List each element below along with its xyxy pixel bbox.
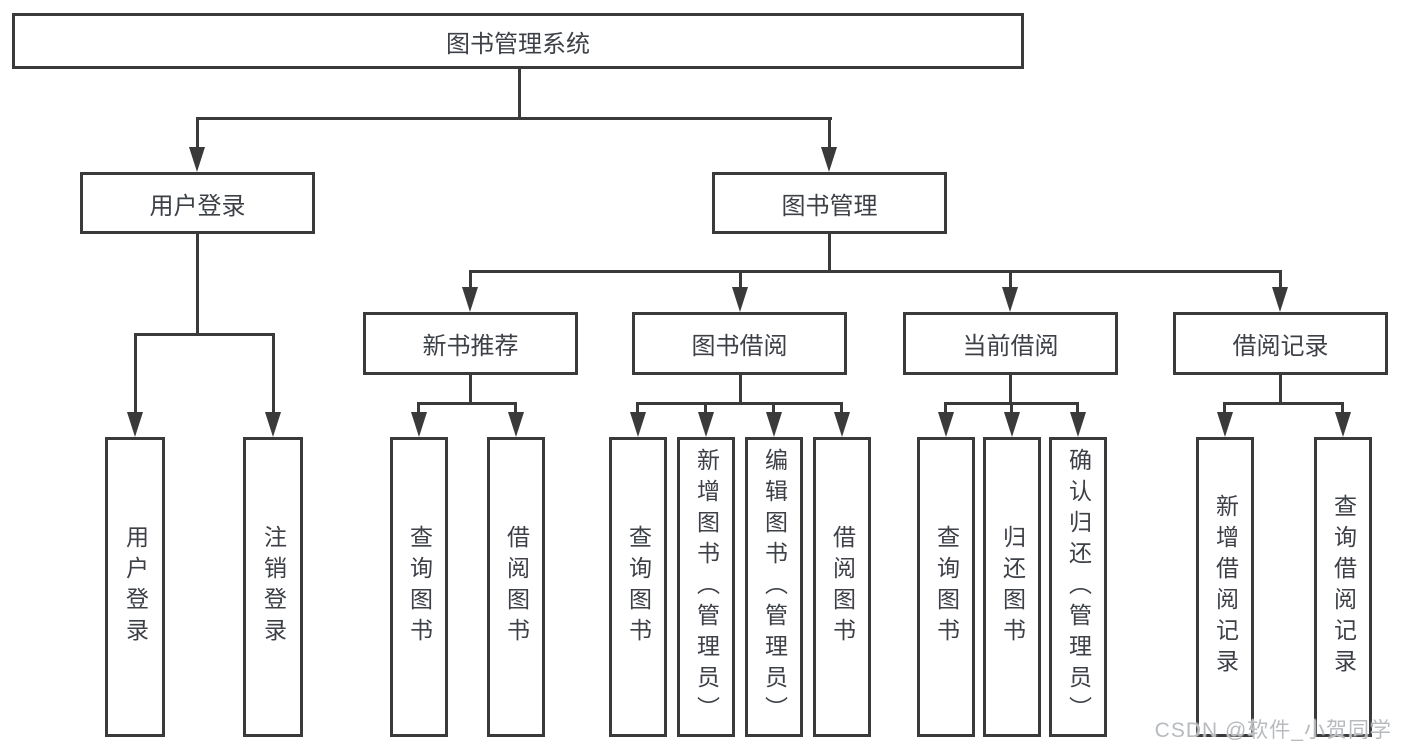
connector-line	[469, 375, 472, 405]
node-current-borrow-label: 当前借阅	[962, 333, 1059, 360]
leaf-user-logout: 注销登录	[243, 437, 303, 737]
arrowhead-down-icon	[1070, 412, 1086, 437]
connector-line	[1223, 402, 1344, 405]
connector-line	[704, 402, 707, 414]
connector-line	[272, 333, 275, 413]
arrowhead-down-icon	[411, 412, 427, 437]
node-book-borrow: 图书借阅	[632, 312, 847, 375]
connector-line	[772, 402, 775, 414]
node-book-management: 图书管理	[712, 172, 947, 234]
connector-line	[828, 234, 831, 272]
leaf-recommend-borrow-book-label: 借阅图书	[503, 525, 530, 649]
arrowhead-down-icon	[766, 412, 782, 437]
connector-line	[196, 117, 199, 149]
leaf-current-query-book: 查询图书	[917, 437, 975, 737]
node-user-login-label: 用户登录	[149, 192, 246, 220]
connector-line	[518, 69, 521, 119]
leaf-record-add-borrow-record-label: 新增借阅记录	[1212, 494, 1239, 680]
arrowhead-down-icon	[1002, 287, 1018, 312]
arrowhead-down-icon	[265, 412, 281, 437]
leaf-record-query-borrow-record-label: 查询借阅记录	[1330, 494, 1357, 680]
leaf-recommend-borrow-book: 借阅图书	[487, 437, 545, 737]
connector-line	[417, 402, 517, 405]
leaf-recommend-query-book-label: 查询图书	[406, 525, 433, 649]
arrowhead-down-icon	[1217, 412, 1233, 437]
leaf-borrow-add-book-admin-label: 新增图书（管理员）	[693, 447, 720, 727]
leaf-current-return-book-label: 归还图书	[999, 525, 1026, 649]
connector-line	[1341, 402, 1344, 414]
leaf-current-return-book: 归还图书	[983, 437, 1041, 737]
arrowhead-down-icon	[1272, 287, 1288, 312]
connector-line	[514, 402, 517, 414]
connector-line	[196, 117, 832, 120]
arrowhead-down-icon	[462, 287, 478, 312]
arrowhead-down-icon	[1004, 412, 1020, 437]
node-current-borrow: 当前借阅	[903, 312, 1118, 375]
arrowhead-down-icon	[127, 412, 143, 437]
connector-line	[1076, 402, 1079, 414]
watermark: CSDN @软件_小贺同学	[1154, 719, 1392, 742]
leaf-borrow-edit-book-admin-label: 编辑图书（管理员）	[761, 447, 788, 727]
node-book-borrow-label: 图书借阅	[691, 333, 788, 360]
node-user-login: 用户登录	[80, 172, 315, 234]
connector-line	[134, 333, 275, 336]
node-book-management-label: 图书管理	[781, 192, 878, 220]
connector-line	[840, 402, 843, 414]
leaf-borrow-edit-book-admin: 编辑图书（管理员）	[745, 437, 803, 737]
leaf-borrow-query-book: 查询图书	[609, 437, 667, 737]
node-borrow-record: 借阅记录	[1173, 312, 1388, 375]
connector-line	[1223, 402, 1226, 414]
connector-line	[636, 402, 843, 405]
leaf-record-add-borrow-record: 新增借阅记录	[1196, 437, 1254, 737]
arrowhead-down-icon	[189, 147, 205, 172]
leaf-user-login: 用户登录	[105, 437, 165, 737]
leaf-borrow-borrow-book-label: 借阅图书	[829, 525, 856, 649]
leaf-borrow-add-book-admin: 新增图书（管理员）	[677, 437, 735, 737]
connector-line	[1009, 270, 1012, 288]
leaf-borrow-query-book-label: 查询图书	[625, 525, 652, 649]
arrowhead-down-icon	[1335, 412, 1351, 437]
connector-line	[944, 402, 947, 414]
node-borrow-record-label: 借阅记录	[1232, 333, 1329, 360]
node-new-book-recommend-label: 新书推荐	[422, 333, 519, 360]
arrowhead-down-icon	[821, 147, 837, 172]
leaf-borrow-borrow-book: 借阅图书	[813, 437, 871, 737]
connector-line	[1279, 375, 1282, 405]
arrowhead-down-icon	[732, 287, 748, 312]
connector-line	[469, 270, 472, 288]
arrowhead-down-icon	[938, 412, 954, 437]
leaf-current-confirm-return-admin: 确认归还（管理员）	[1049, 437, 1107, 737]
leaf-user-login-label: 用户登录	[122, 525, 149, 649]
node-new-book-recommend: 新书推荐	[363, 312, 578, 375]
leaf-user-logout-label: 注销登录	[260, 525, 287, 649]
connector-line	[469, 270, 1282, 273]
leaf-record-query-borrow-record: 查询借阅记录	[1314, 437, 1372, 737]
connector-line	[828, 117, 831, 149]
arrowhead-down-icon	[834, 412, 850, 437]
connector-line	[739, 375, 742, 405]
connector-line	[417, 402, 420, 414]
connector-line	[196, 234, 199, 335]
connector-line	[636, 402, 639, 414]
arrowhead-down-icon	[630, 412, 646, 437]
connector-line	[739, 270, 742, 288]
leaf-recommend-query-book: 查询图书	[390, 437, 448, 737]
leaf-current-confirm-return-admin-label: 确认归还（管理员）	[1065, 447, 1092, 727]
connector-line	[1279, 270, 1282, 288]
node-root: 图书管理系统	[12, 13, 1024, 69]
connector-line	[1009, 375, 1012, 405]
arrowhead-down-icon	[508, 412, 524, 437]
node-root-label: 图书管理系统	[446, 30, 590, 58]
leaf-current-query-book-label: 查询图书	[933, 525, 960, 649]
connector-line	[134, 333, 137, 413]
connector-line	[1010, 402, 1013, 414]
arrowhead-down-icon	[698, 412, 714, 437]
